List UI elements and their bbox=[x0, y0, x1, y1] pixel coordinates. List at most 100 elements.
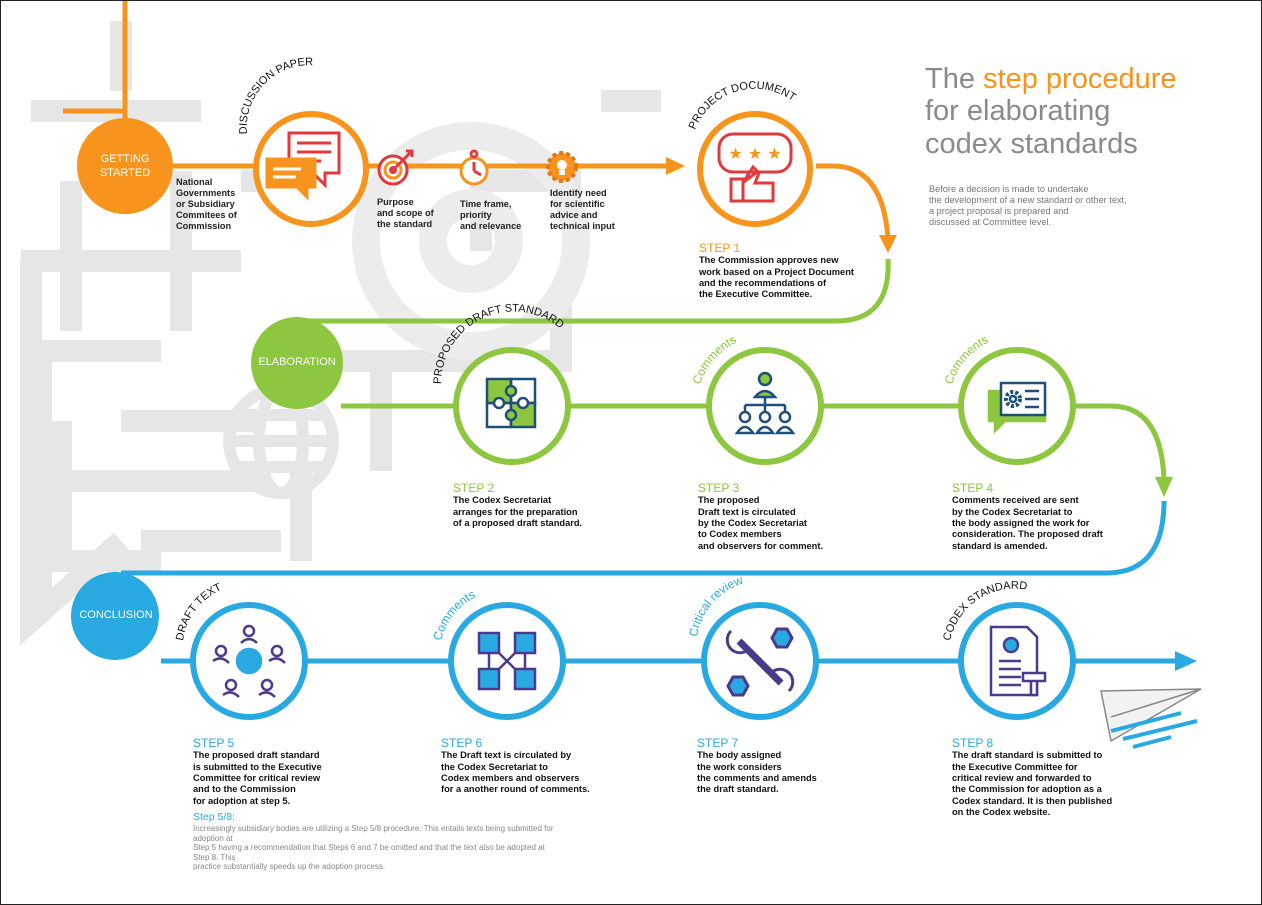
note-line: Commission bbox=[176, 221, 232, 232]
step-line: critical review and forwarded to bbox=[952, 772, 1092, 783]
step-8-text: STEP 8 The draft standard is submitted t… bbox=[952, 736, 1113, 818]
step-line: The body assigned bbox=[697, 750, 782, 761]
step-line: and the recommendations of bbox=[699, 277, 827, 288]
step-label: STEP 8 bbox=[952, 736, 994, 750]
svg-text:★ ★ ★: ★ ★ ★ bbox=[728, 144, 781, 163]
thumbs-up-rating-icon: ★ ★ ★ bbox=[717, 132, 793, 203]
elaboration-circle bbox=[251, 317, 343, 409]
origin-note: National Governments or Subsidiary Commi… bbox=[176, 177, 237, 232]
note-line: Purpose bbox=[377, 197, 414, 207]
certificate-stamp-icon bbox=[989, 625, 1047, 697]
step-line: and observers for comment. bbox=[698, 540, 824, 551]
intro-text: Before a decision is made to undertake t… bbox=[929, 184, 1159, 228]
note-line: and relevance bbox=[460, 221, 522, 232]
intro-line: a project proposal is prepared and bbox=[929, 206, 1069, 217]
step-line: The Commission approves new bbox=[699, 255, 839, 266]
step-line: the comments and amends bbox=[697, 772, 817, 783]
step-4-text: STEP 4 Comments received are sent by the… bbox=[952, 481, 1103, 552]
purpose-note: Purpose and scope of the standard bbox=[377, 197, 434, 230]
title-prefix: The bbox=[925, 63, 984, 95]
elaboration-label: ELABORATION bbox=[258, 356, 336, 368]
note-line: advice and bbox=[550, 210, 598, 221]
step-label: STEP 1 bbox=[699, 241, 741, 255]
lightbulb-gear-icon bbox=[546, 151, 578, 183]
getting-started-label: GETTING STARTED bbox=[85, 153, 165, 181]
note-line: or Subsidiary bbox=[176, 199, 235, 210]
step-line: Comments received are sent bbox=[952, 495, 1079, 506]
step-line: Draft text is circulated bbox=[698, 506, 796, 517]
title-line-3: codex standards bbox=[925, 127, 1138, 160]
step-7-text: STEP 7 The body assigned the work consid… bbox=[697, 736, 817, 796]
step-line: the draft standard. bbox=[697, 784, 779, 795]
step-label: STEP 2 bbox=[453, 481, 495, 495]
paper-plane-icon bbox=[1100, 688, 1202, 749]
step-label: STEP 7 bbox=[697, 736, 739, 750]
step-line: and to the Commission bbox=[193, 784, 296, 795]
getting-started-circle bbox=[77, 118, 173, 214]
conclusion-circle bbox=[71, 572, 159, 660]
step-line: for a another round of comments. bbox=[441, 784, 590, 795]
note-line: Governments bbox=[176, 188, 236, 199]
timeframe-note: Time frame, priority and relevance bbox=[460, 199, 521, 232]
phase-line: STARTED bbox=[99, 166, 151, 179]
green-path bbox=[301, 258, 1173, 497]
title-line-2: for elaborating bbox=[925, 95, 1111, 128]
conclusion-label: CONCLUSION bbox=[79, 609, 153, 621]
document-exchange-icon bbox=[477, 631, 537, 691]
step-label: STEP 3 bbox=[698, 481, 740, 495]
note-line: Identify need bbox=[550, 188, 607, 198]
intro-line: Before a decision is made to undertake bbox=[929, 184, 1089, 194]
step-label: STEP 6 bbox=[441, 736, 483, 750]
phase-line: GETTING bbox=[100, 153, 150, 165]
step-line: The Draft text is circulated by bbox=[441, 750, 572, 761]
note-line: priority bbox=[460, 210, 492, 221]
step-line: Codex members and observers bbox=[441, 772, 580, 783]
step-line: The proposed bbox=[698, 495, 760, 506]
round-table-icon bbox=[212, 624, 286, 698]
step-line: The Codex Secretariat bbox=[453, 495, 552, 506]
step-line: by the Codex Secretariat bbox=[698, 517, 808, 528]
step-label: STEP 4 bbox=[952, 481, 994, 495]
step-line: to Codex members bbox=[698, 529, 782, 540]
puzzle-icon bbox=[485, 377, 537, 429]
step-line: Codex standard. It is then published bbox=[952, 795, 1113, 806]
title-highlight: step procedure bbox=[983, 63, 1177, 95]
step-line: the work considers bbox=[697, 761, 782, 772]
wrench-nut-icon bbox=[725, 627, 795, 697]
step-2-text: STEP 2 The Codex Secretariat arranges fo… bbox=[453, 481, 582, 529]
note-line: and scope of bbox=[377, 208, 434, 219]
step-line: arranges for the preparation bbox=[453, 506, 578, 517]
footnote-line: Step 5 having a recommendation that Step… bbox=[193, 843, 545, 862]
intro-line: the development of a new standard or oth… bbox=[929, 195, 1127, 206]
people-network-icon bbox=[734, 371, 796, 435]
step-line: the Codex Secretariat to bbox=[441, 761, 548, 772]
footnote-line: practice substantially speeds up the ado… bbox=[193, 862, 386, 872]
step-line: work based on a Project Document bbox=[699, 266, 854, 277]
step-line: the Executive Committee for bbox=[952, 761, 1078, 772]
footnote-heading: Step 5/8: bbox=[193, 811, 236, 823]
note-line: the standard bbox=[377, 219, 433, 230]
step-line: The proposed draft standard bbox=[193, 750, 320, 761]
footnote-line: Increasingly subsidiary bodies are utili… bbox=[193, 824, 554, 843]
gear-chat-icon bbox=[987, 381, 1047, 435]
step-1-text: STEP 1 The Commission approves new work … bbox=[699, 241, 854, 301]
target-icon bbox=[377, 149, 414, 186]
step-3-text: STEP 3 The proposed Draft text is circul… bbox=[698, 481, 824, 552]
step-line: the Executive Committee. bbox=[699, 289, 813, 300]
chat-bubbles-icon bbox=[265, 131, 341, 201]
note-line: National bbox=[176, 177, 213, 187]
step-line: The draft standard is submitted to bbox=[952, 750, 1103, 761]
note-line: technical input bbox=[550, 221, 615, 232]
step-5-text: STEP 5 The proposed draft standard is su… bbox=[193, 736, 322, 807]
step-line: on the Codex website. bbox=[952, 806, 1051, 817]
need-note: Identify need for scientific advice and … bbox=[550, 188, 615, 232]
intro-line: discussed at Committee level. bbox=[929, 217, 1052, 228]
stopwatch-icon bbox=[459, 149, 489, 186]
step-line: is submitted to the Executive bbox=[193, 761, 322, 772]
step-label: STEP 5 bbox=[193, 736, 235, 750]
note-line: Time frame, bbox=[460, 199, 512, 209]
note-line: Commitees of bbox=[176, 210, 237, 221]
step-line: the body assigned the work for bbox=[952, 517, 1090, 528]
